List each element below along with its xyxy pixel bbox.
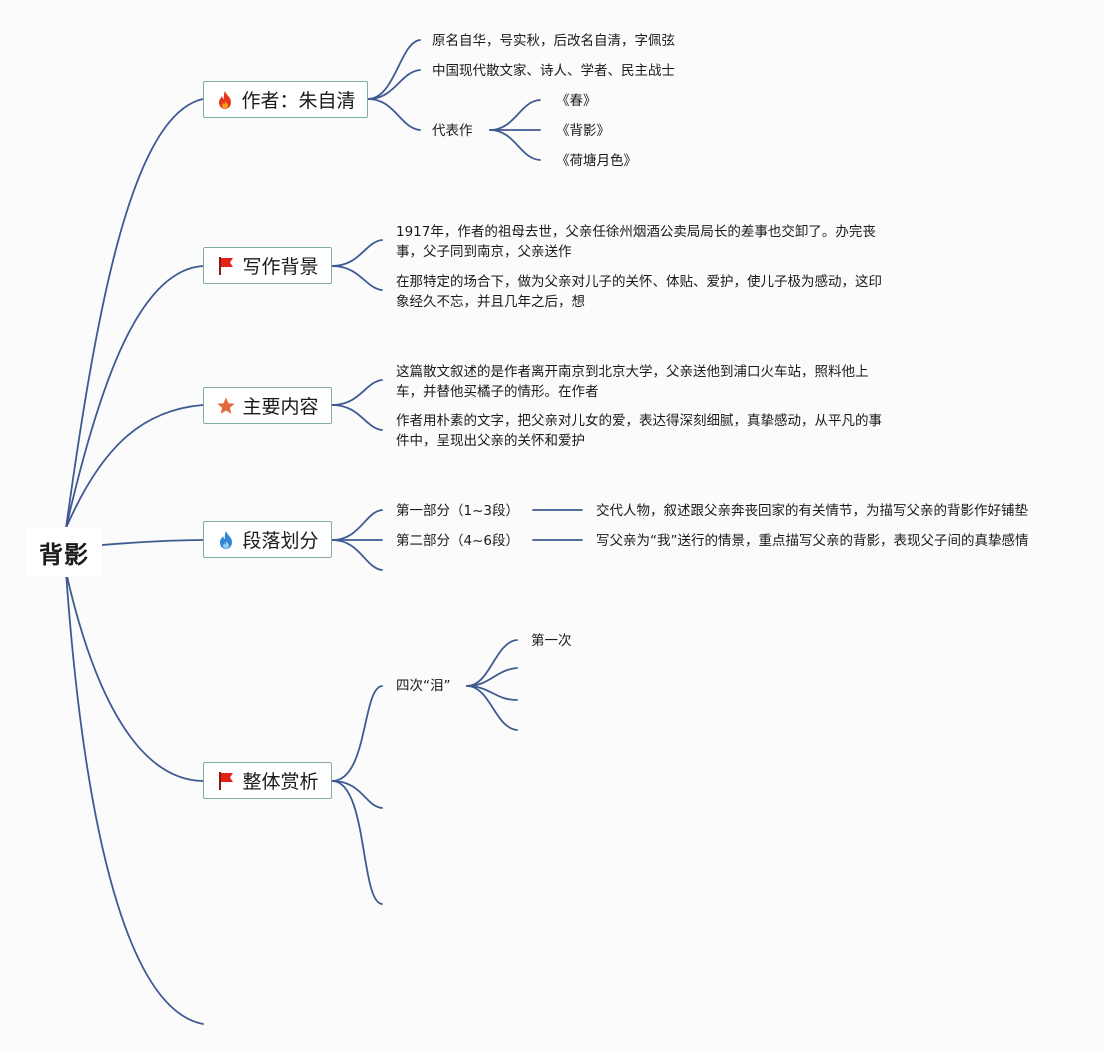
- connector-root-empty: [65, 571, 204, 1025]
- blue-fire-icon: [216, 530, 236, 550]
- topic-author-label: 作者：朱自清: [241, 90, 356, 112]
- connector-sections-3: [331, 539, 383, 571]
- section-detail-1[interactable]: 交代人物，叙述跟父亲奔丧回家的有关情节，为描写父亲的背影作好铺垫: [596, 503, 1028, 519]
- topic-content-label: 主要内容: [242, 396, 319, 418]
- topic-background[interactable]: 写作背景: [203, 247, 332, 284]
- work-item-spring[interactable]: 《春》: [556, 93, 597, 109]
- connector-background-1: [331, 239, 383, 267]
- connector-analysis-3: [331, 780, 383, 905]
- section-detail-2[interactable]: 写父亲为“我”送行的情景，重点描写父亲的背影，表现父子间的真挚感情: [596, 533, 1029, 549]
- section-item-2[interactable]: 第二部分（4~6段）: [396, 533, 519, 549]
- root-topic[interactable]: 背影: [26, 527, 102, 577]
- topic-sections[interactable]: 段落划分: [203, 521, 332, 558]
- connector-analysis-1: [331, 685, 383, 782]
- connector-root-background: [65, 265, 204, 529]
- topic-sections-label: 段落划分: [242, 530, 319, 552]
- topic-content[interactable]: 主要内容: [203, 387, 332, 424]
- connector-works-3: [489, 129, 541, 161]
- background-item-1[interactable]: 1917年，作者的祖母去世，父亲任徐州烟酒公卖局局长的差事也交卸了。办完丧事，父…: [396, 224, 876, 260]
- connector-root-author: [65, 98, 204, 529]
- red-flag-icon: [216, 256, 236, 276]
- work-item-lotus[interactable]: 《荷塘月色》: [556, 153, 637, 169]
- connector-tears-4: [466, 685, 518, 731]
- background-item-2[interactable]: 在那特定的场合下，做为父亲对儿子的关怀、体贴、爱护，使儿子极为感动，这印象经久不…: [396, 274, 882, 310]
- section-item-1[interactable]: 第一部分（1~3段）: [396, 503, 519, 519]
- analysis-tears-label[interactable]: 四次“泪”: [396, 678, 451, 694]
- topic-analysis[interactable]: 整体赏析: [203, 762, 332, 799]
- connector-background-2: [331, 265, 383, 291]
- work-item-back[interactable]: 《背影》: [556, 123, 610, 139]
- connector-sections-1: [331, 509, 383, 541]
- content-item-1[interactable]: 这篇散文叙述的是作者离开南京到北京大学，父亲送他到浦口火车站，照料他上车，并替他…: [396, 364, 869, 400]
- author-item-name[interactable]: 原名自华，号实秋，后改名自清，字佩弦: [432, 33, 675, 49]
- red-flag-icon: [216, 771, 236, 791]
- connector-tears-1: [466, 639, 518, 687]
- connector-root-analysis: [65, 571, 204, 782]
- connector-analysis-2: [331, 780, 383, 809]
- fire-icon: [215, 90, 235, 110]
- star-icon: [216, 396, 236, 416]
- connector-works-1: [489, 99, 541, 131]
- author-item-identity[interactable]: 中国现代散文家、诗人、学者、民主战士: [432, 63, 675, 79]
- connector-content-2: [331, 404, 383, 431]
- topic-background-label: 写作背景: [242, 256, 319, 278]
- content-item-2[interactable]: 作者用朴素的文字，把父亲对儿女的爱，表达得深刻细腻，真挚感动，从平凡的事件中，呈…: [396, 413, 882, 449]
- topic-analysis-label: 整体赏析: [242, 771, 319, 793]
- connector-author-1: [367, 39, 421, 100]
- connector-root-content: [65, 404, 204, 529]
- connector-author-2: [367, 69, 421, 100]
- topic-author[interactable]: 作者：朱自清: [203, 81, 368, 118]
- connector-author-3: [367, 98, 421, 131]
- connector-content-1: [331, 379, 383, 406]
- connector-root-sections: [101, 539, 204, 546]
- tears-item-1[interactable]: 第一次: [531, 633, 572, 649]
- author-works-label[interactable]: 代表作: [432, 123, 473, 139]
